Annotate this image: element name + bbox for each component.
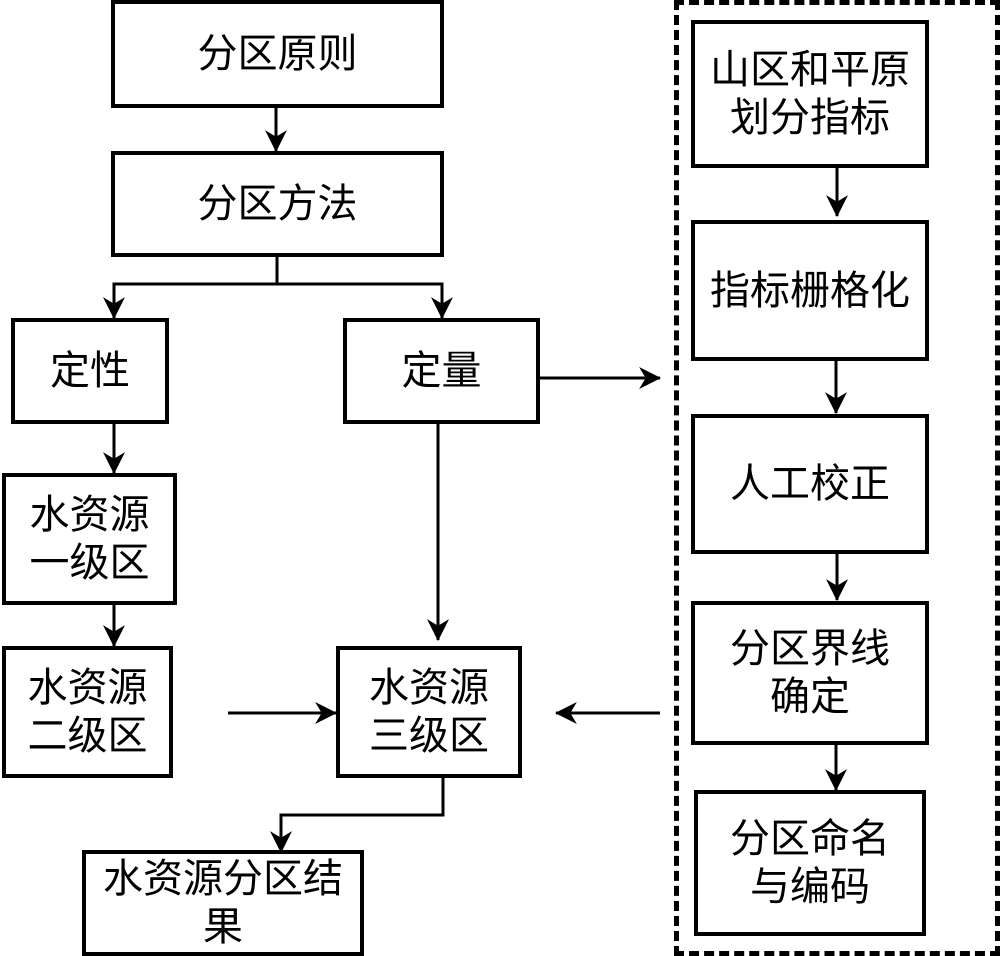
node-step-manual-correction: 人工校正 (691, 414, 929, 554)
node-step-index-rasterization: 指标栅格化 (691, 220, 929, 361)
node-level1-zone: 水资源 一级区 (2, 473, 177, 605)
node-level3-zone: 水资源 三级区 (336, 646, 522, 778)
node-zoning-method: 分区方法 (111, 151, 444, 257)
node-zoning-result-label: 水资源分区结果 (103, 856, 343, 950)
node-level3-zone-label: 水资源 三级区 (369, 665, 489, 759)
node-zoning-method-label: 分区方法 (197, 181, 358, 227)
node-qualitative-label: 定性 (50, 348, 130, 394)
node-level2-zone-label: 水资源 二级区 (27, 665, 148, 759)
edge-level3-result (270, 776, 445, 854)
step-1-label: 山区和平原 划分指标 (710, 47, 910, 141)
node-level1-zone-label: 水资源 一级区 (29, 492, 150, 586)
edge-method-qualitative (103, 282, 277, 320)
node-step-mountain-plain-index: 山区和平原 划分指标 (691, 20, 929, 168)
node-qualitative: 定性 (11, 318, 169, 424)
step-4-label: 分区界线 确定 (730, 626, 890, 720)
step-5-label: 分区命名 与编码 (730, 816, 890, 910)
node-quantitative-label: 定量 (401, 348, 482, 394)
node-zoning-principle-label: 分区原则 (197, 31, 358, 77)
node-step-naming-coding: 分区命名 与编码 (694, 790, 926, 936)
node-zoning-principle: 分区原则 (111, 0, 444, 108)
quantitative-process-group (674, 0, 1000, 956)
step-3-label: 人工校正 (730, 461, 890, 507)
node-quantitative: 定量 (343, 318, 540, 424)
edge-method-quantitative (277, 282, 453, 320)
step-2-label: 指标栅格化 (710, 267, 910, 314)
node-level2-zone: 水资源 二级区 (2, 646, 173, 778)
node-step-boundary-determination: 分区界线 确定 (691, 601, 929, 745)
node-zoning-result: 水资源分区结果 (82, 850, 364, 956)
